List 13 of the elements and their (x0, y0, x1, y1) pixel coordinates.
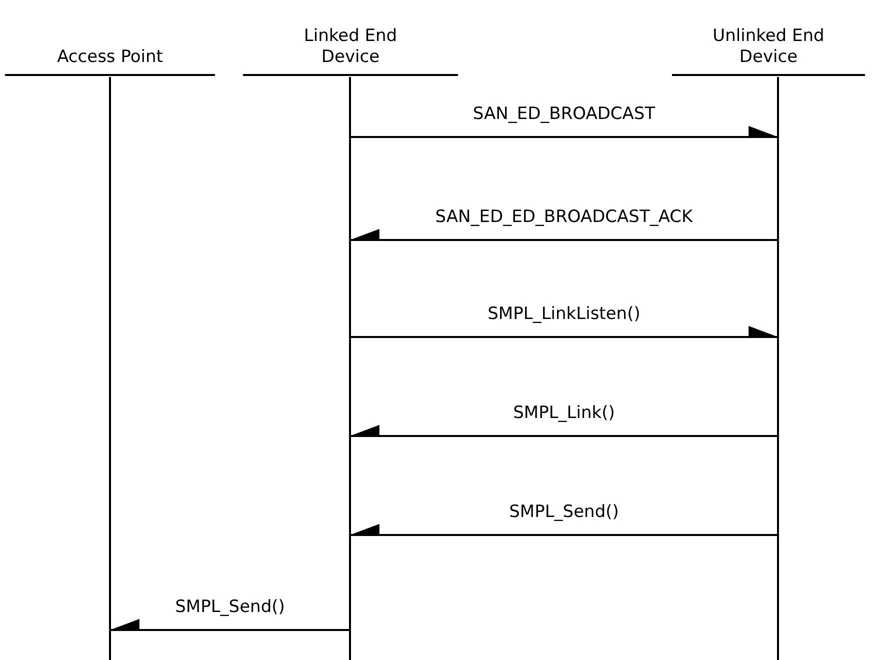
lifeline (349, 77, 351, 660)
message-arrow (351, 126, 778, 138)
participant-name: Linked End Device (302, 26, 398, 68)
participant-name: Access Point (56, 47, 164, 68)
message-arrow (350, 524, 777, 536)
participant-name: Unlinked End Device (712, 26, 826, 68)
message-arrow (110, 619, 349, 631)
message-arrow (350, 425, 777, 437)
message-label: SAN_ED_ED_BROADCAST_ACK (433, 207, 695, 228)
lifeline (109, 77, 111, 660)
message-arrow (350, 229, 777, 241)
message-arrow (351, 326, 778, 338)
lifeline (777, 77, 779, 660)
